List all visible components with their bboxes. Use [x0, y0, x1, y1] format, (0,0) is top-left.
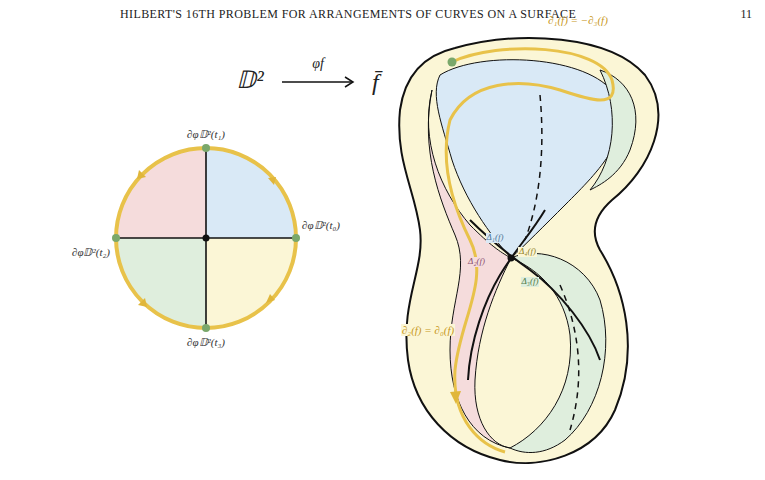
page-number: 11: [740, 8, 752, 21]
orientation-arrow: [266, 294, 275, 303]
face-label: Δ₃(f): [521, 277, 540, 287]
boundary-label: ∂₁(f) = −∂₃(f): [548, 14, 608, 26]
vertex-dot: [202, 144, 210, 152]
crossing-curve: [468, 210, 545, 380]
face-label: Δ₂(f): [467, 257, 486, 267]
face-label: Δ₁(f): [486, 233, 505, 243]
region-green: [510, 253, 606, 452]
vertex-dot: [292, 234, 300, 242]
orientation-arrow: [450, 391, 461, 404]
region-pink: [428, 90, 511, 448]
vertex-dot: [112, 234, 120, 242]
orientation-arrow: [138, 298, 147, 307]
center-dot: [203, 235, 210, 242]
center-dot: [508, 255, 515, 262]
point-label: ∂φ𝔻²(t₁): [187, 128, 225, 140]
map-label: φf: [312, 56, 324, 71]
orientation-arrow: [268, 177, 276, 185]
vertex-dot: [202, 324, 210, 332]
orientation-arrow: [137, 170, 146, 179]
disk-boundary: [116, 148, 296, 328]
map-arrow: [282, 81, 352, 83]
running-header: HILBERT'S 16TH PROBLEM FOR ARRANGEMENTS …: [120, 8, 576, 21]
boundary-path: [446, 49, 613, 452]
map-arrowhead: [345, 77, 353, 87]
disk: [112, 144, 300, 332]
vertex-dot: [448, 58, 457, 67]
point-label: ∂φ𝔻²(t₀): [302, 219, 340, 231]
boundary-label: ∂₂(f) = ∂₀(f): [401, 324, 455, 336]
surface-symbol: f̄: [372, 69, 379, 95]
crossing-curve: [470, 220, 600, 360]
point-label: ∂φ𝔻²(t₃): [187, 336, 225, 348]
face-label: Δ₄(f): [518, 247, 537, 257]
point-label: ∂φ𝔻²(t₂): [72, 246, 110, 258]
surface: [399, 38, 658, 463]
disk-symbol: 𝔻²: [236, 67, 263, 93]
surface-outline: [399, 38, 658, 463]
